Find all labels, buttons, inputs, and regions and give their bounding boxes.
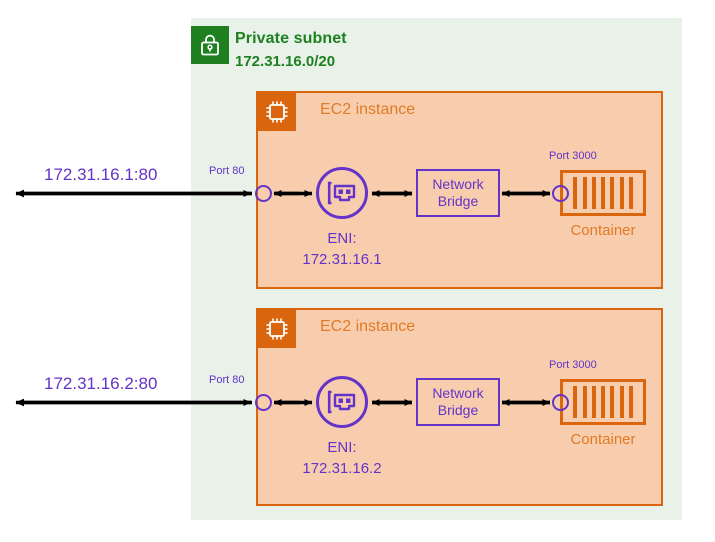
container-bar (582, 177, 587, 209)
container-bar (573, 386, 578, 418)
subnet-cidr: 172.31.16.0/20 (235, 53, 336, 70)
container-bar (628, 177, 633, 209)
eni-port-label-2: Port 80 (209, 374, 245, 386)
network-bridge-line1-2: Network (432, 385, 484, 401)
container-bar (610, 177, 615, 209)
container-port-label-1: Port 3000 (549, 150, 597, 162)
cpu-chip-icon (258, 93, 296, 131)
container-bar (573, 177, 578, 209)
container-bar (591, 177, 596, 209)
container-bar (601, 386, 605, 418)
network-interface-card-icon (316, 167, 368, 219)
network-bridge-box-1: Network Bridge (416, 169, 500, 217)
eni-label-line1-1: ENI: (327, 230, 357, 247)
container-label-2: Container (570, 431, 636, 448)
container-box-2 (560, 379, 646, 425)
endpoint-label-2: 172.31.16.2:80 (44, 374, 158, 393)
network-bridge-box-2: Network Bridge (416, 378, 500, 426)
endpoint-label-1: 172.31.16.1:80 (44, 165, 158, 184)
container-bar (628, 386, 633, 418)
container-bar (582, 386, 587, 418)
eni-port-circle-2 (255, 394, 272, 411)
container-bar (619, 386, 624, 418)
container-port-circle-2 (552, 394, 569, 411)
container-bar (591, 386, 596, 418)
eni-label-line2-2: 172.31.16.2 (302, 460, 382, 477)
cpu-chip-icon (258, 310, 296, 348)
eni-label-1: ENI: 172.31.16.1 (262, 228, 422, 270)
container-bar (619, 177, 624, 209)
container-label-1: Container (570, 222, 636, 239)
container-bar (610, 386, 615, 418)
ec2-instance-title-2: EC2 instance (320, 318, 416, 335)
container-bar (601, 177, 605, 209)
subnet-title: Private subnet (235, 30, 347, 47)
container-port-label-2: Port 3000 (549, 359, 597, 371)
network-bridge-line2-1: Bridge (437, 193, 479, 209)
ec2-instance-title-1: EC2 instance (320, 101, 416, 118)
eni-port-circle-1 (255, 185, 272, 202)
lock-icon (191, 26, 229, 64)
eni-port-label-1: Port 80 (209, 165, 245, 177)
container-box-1 (560, 170, 646, 216)
network-interface-card-icon (316, 376, 368, 428)
eni-label-line2-1: 172.31.16.1 (302, 251, 382, 268)
container-port-circle-1 (552, 185, 569, 202)
network-bridge-line1-1: Network (432, 176, 484, 192)
eni-label-2: ENI: 172.31.16.2 (262, 437, 422, 479)
eni-label-line1-2: ENI: (327, 439, 357, 456)
network-bridge-line2-2: Bridge (437, 402, 479, 418)
